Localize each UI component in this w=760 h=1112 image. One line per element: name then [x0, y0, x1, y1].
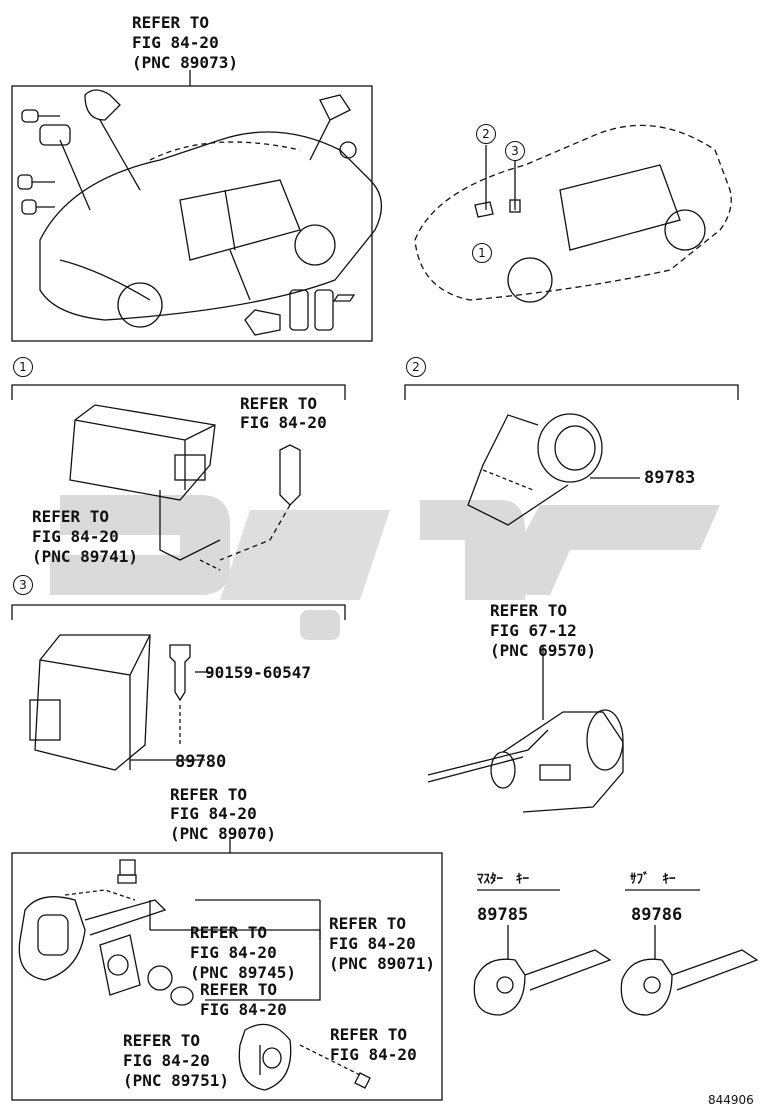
key-refer-d-line3: (PNC 89751): [123, 1071, 229, 1090]
master-key-label: ﾏｽﾀｰ ｷｰ: [477, 872, 530, 887]
s2-refer-line1: REFER TO: [490, 601, 568, 620]
part-number-89785: 89785: [477, 905, 529, 925]
key-refer-top-line2: FIG 84-20: [170, 804, 257, 823]
callout-marker-3-car: 3: [505, 141, 525, 161]
s1-refer-a-line1: REFER TO: [240, 394, 318, 413]
callout-marker-2-car: 2: [476, 124, 496, 144]
small-parts-left: [17, 89, 357, 336]
part-number-89780: 89780: [175, 752, 227, 772]
part-number-89783: 89783: [644, 468, 696, 488]
key-refer-a-line3: (PNC 89745): [190, 963, 296, 982]
callout-marker-1-car: 1: [472, 243, 492, 263]
sub-key-label: ｻﾌﾞ ｷｰ: [630, 872, 676, 887]
key-refer-b-line1: REFER TO: [329, 914, 407, 933]
key-refer-a-line2: FIG 84-20: [190, 943, 277, 962]
key-refer-d-line2: FIG 84-20: [123, 1051, 210, 1070]
drawing-number: 844906: [708, 1093, 754, 1107]
s2-refer-line3: (PNC 69570): [490, 641, 596, 660]
key-refer-c-line2: FIG 84-20: [200, 1000, 287, 1019]
ecu-module-drawing: [29, 634, 210, 771]
car-illustration-left: [39, 131, 382, 328]
section-marker-3: 3: [13, 575, 33, 595]
key-refer-c-line1: REFER TO: [200, 980, 278, 999]
ignition-cylinder-drawing: [427, 645, 624, 813]
master-key-drawing: [473, 889, 612, 1016]
part-number-89786: 89786: [631, 905, 683, 925]
transponder-coil-drawing: [467, 413, 640, 526]
s1-refer-b-line3: (PNC 89741): [32, 547, 138, 566]
key-refer-d-line1: REFER TO: [123, 1031, 201, 1050]
key-refer-e-line1: REFER TO: [330, 1025, 408, 1044]
car-illustration-right: [414, 124, 732, 303]
s1-refer-b-line2: FIG 84-20: [32, 527, 119, 546]
key-refer-e-line2: FIG 84-20: [330, 1045, 417, 1064]
key-refer-top-line3: (PNC 89070): [170, 824, 276, 843]
sensor-module-drawing: [69, 404, 301, 571]
key-refer-a-line1: REFER TO: [190, 923, 268, 942]
key-refer-top-line1: REFER TO: [170, 785, 248, 804]
s1-refer-a-line2: FIG 84-20: [240, 413, 327, 432]
s1-refer-b-line1: REFER TO: [32, 507, 110, 526]
key-refer-b-line2: FIG 84-20: [329, 934, 416, 953]
section-marker-1: 1: [13, 357, 33, 377]
key-set-drawing: [18, 859, 371, 1091]
refer-header-line3: (PNC 89073): [132, 53, 238, 72]
refer-header-line2: FIG 84-20: [132, 33, 219, 52]
section-marker-2: 2: [406, 357, 426, 377]
bolt-part-number: 90159-60547: [205, 663, 311, 682]
key-refer-b-line3: (PNC 89071): [329, 954, 435, 973]
refer-header-line1: REFER TO: [132, 13, 210, 32]
sub-key-drawing: [620, 889, 759, 1016]
s2-refer-line2: FIG 67-12: [490, 621, 577, 640]
key-set-frame: [11, 852, 443, 1101]
overview-frame: [11, 85, 373, 342]
